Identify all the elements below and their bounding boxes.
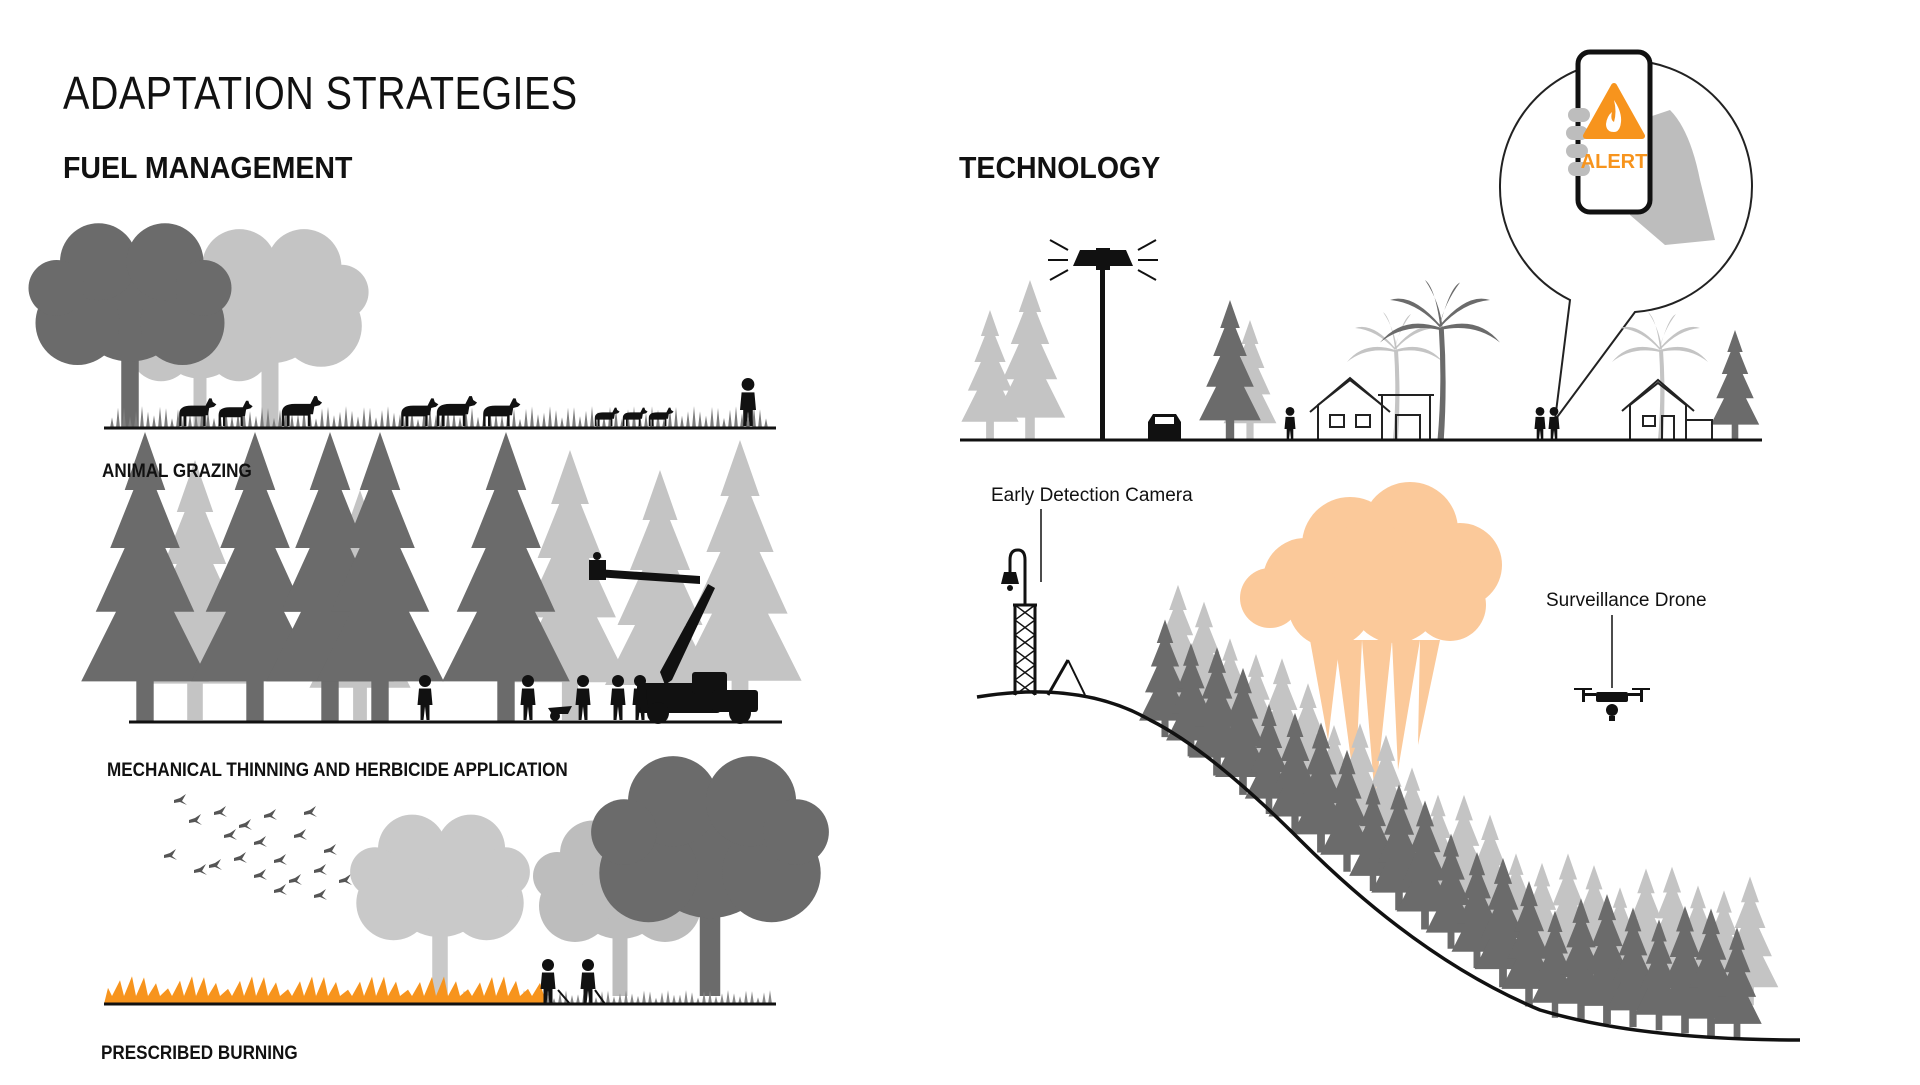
technology-heading: TECHNOLOGY xyxy=(959,150,1161,185)
mechanical-thinning-caption: MECHANICAL THINNING AND HERBICIDE APPLIC… xyxy=(107,760,568,781)
bucket-truck xyxy=(589,552,758,724)
car xyxy=(1148,414,1181,440)
smoke-plume xyxy=(1240,482,1502,800)
animal-grazing-scene xyxy=(28,223,776,430)
alert-phone: ALERT xyxy=(1566,49,1715,245)
alert-text: ALERT xyxy=(1581,151,1648,173)
prescribed-burning-caption: PRESCRIBED BURNING xyxy=(101,1043,298,1064)
drone-label: Surveillance Drone xyxy=(1546,590,1707,611)
mechanical-thinning-scene xyxy=(81,432,802,724)
fuel-management-heading: FUEL MANAGEMENT xyxy=(63,150,353,185)
animal-grazing-caption: ANIMAL GRAZING xyxy=(102,461,252,482)
camera-label: Early Detection Camera xyxy=(991,485,1193,506)
prescribed-burning-scene xyxy=(104,756,829,1006)
technology-detection-scene xyxy=(976,482,1801,1042)
main-title: ADAPTATION STRATEGIES xyxy=(63,67,578,119)
camera-tower xyxy=(1008,548,1086,696)
house-small xyxy=(1621,378,1713,441)
technology-warning-scene: ALERT xyxy=(960,49,1762,442)
house-large xyxy=(1309,376,1434,441)
surveillance-drone xyxy=(1574,615,1650,721)
siren-tower xyxy=(1048,239,1158,440)
